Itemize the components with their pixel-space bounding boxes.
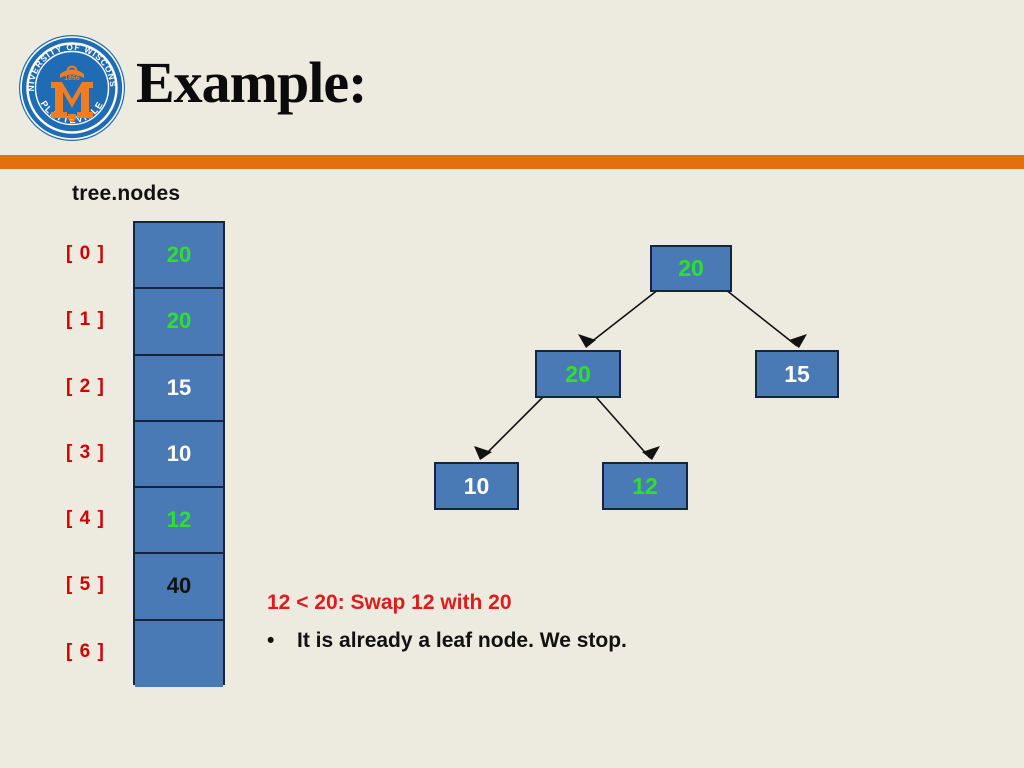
array-cells-container: 20 20 15 10 12 40 xyxy=(133,221,225,687)
array-cell-value-3: 10 xyxy=(166,440,192,466)
array-index-3: [ 3 ] xyxy=(66,441,105,463)
tree-node-left-right: 12 xyxy=(602,462,688,510)
tree-node-value-left-left: 10 xyxy=(463,472,490,499)
array-cell-value-2: 15 xyxy=(166,374,192,400)
array-index-list: [ 0 ] [ 1 ] [ 2 ] [ 3 ] [ 4 ] [ 5 ] [ 6 … xyxy=(66,221,128,685)
tree-node-left-left: 10 xyxy=(434,462,519,510)
arrowhead-root-right xyxy=(789,334,807,348)
orange-divider-bar xyxy=(0,155,1024,169)
uw-platteville-seal-logo: UNIVERSITY OF WISCONSIN PLATTEVILLE 1866 xyxy=(18,34,126,142)
binary-tree-diagram: 20 20 15 10 12 xyxy=(420,230,890,530)
array-index-0: [ 0 ] xyxy=(66,243,105,265)
arrowhead-left-lr xyxy=(642,446,660,460)
edge-root-left xyxy=(585,281,669,347)
arrowhead-left-ll xyxy=(474,446,492,460)
array-index-5: [ 5 ] xyxy=(66,574,105,596)
array-cell-value-4: 12 xyxy=(166,507,192,533)
array-index-6: [ 6 ] xyxy=(66,640,105,662)
swap-caption: 12 < 20: Swap 12 with 20 xyxy=(267,591,512,614)
svg-text:1866: 1866 xyxy=(64,75,80,82)
array-cell-2: 15 xyxy=(135,355,223,422)
page-title: Example: xyxy=(136,50,367,115)
array-cell-0: 20 xyxy=(135,223,223,290)
array-cell-value-0: 20 xyxy=(166,242,192,268)
array-index-1: [ 1 ] xyxy=(66,309,105,331)
tree-node-root: 20 xyxy=(650,245,732,292)
tree-node-value-left: 20 xyxy=(565,360,591,387)
tree-node-value-root: 20 xyxy=(678,255,704,281)
array-cell-4: 12 xyxy=(135,488,223,555)
array-cell-6 xyxy=(135,620,223,687)
array-cell-1: 20 xyxy=(135,289,223,356)
array-label: tree.nodes xyxy=(72,182,181,205)
leaf-node-caption: • It is already a leaf node. We stop. xyxy=(267,629,827,653)
tree-node-right: 15 xyxy=(755,350,839,398)
tree-node-value-left-right: 12 xyxy=(632,472,658,499)
array-cell-value-1: 20 xyxy=(166,308,192,334)
array-index-4: [ 4 ] xyxy=(66,508,105,530)
tree-node-value-right: 15 xyxy=(784,360,810,387)
array-index-2: [ 2 ] xyxy=(66,375,105,397)
edge-root-right xyxy=(715,281,798,347)
array-cell-value-5: 40 xyxy=(166,573,192,599)
array-cell-5: 40 xyxy=(135,554,223,621)
array-cell-3: 10 xyxy=(135,421,223,489)
arrowhead-root-left xyxy=(578,334,596,348)
edge-left-ll xyxy=(481,387,553,459)
tree-node-left: 20 xyxy=(535,350,621,398)
leaf-node-caption-text: It is already a leaf node. We stop. xyxy=(297,629,627,652)
edge-left-lr xyxy=(587,387,651,459)
bullet-icon: • xyxy=(267,629,275,652)
